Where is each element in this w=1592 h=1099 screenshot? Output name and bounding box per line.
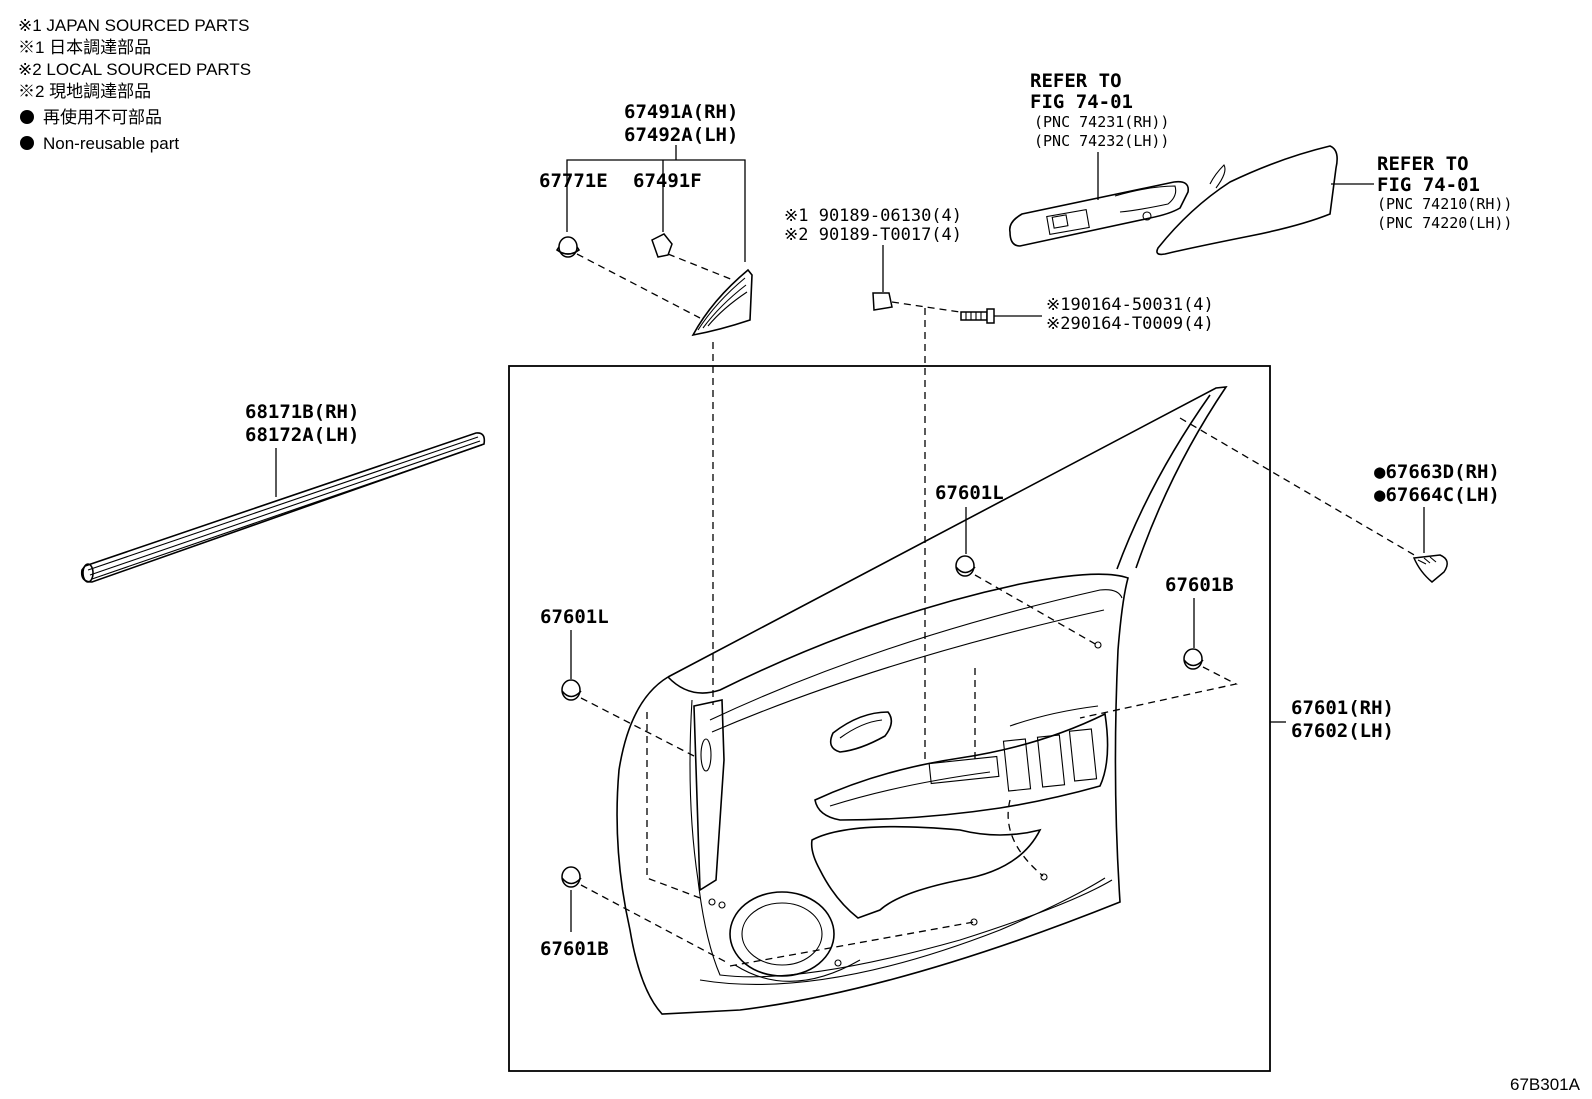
label-67663d: ●67663D(RH) — [1374, 461, 1500, 483]
legend-non-reusable: Non-reusable part — [43, 134, 179, 153]
legend-local-sourced: ※2 LOCAL SOURCED PARTS — [18, 60, 251, 79]
weatherstrip-icon — [80, 432, 486, 583]
armrest-upper-group: REFER TO FIG 74-01 (PNC 74210(RH)) (PNC … — [1156, 145, 1512, 256]
legend-local-sourced-jp: ※2 現地調達部品 — [18, 82, 151, 101]
diagram-code: 67B301A — [1510, 1075, 1581, 1094]
lower-guide-path — [729, 921, 975, 967]
legend: ※1 JAPAN SOURCED PARTS ※1 日本調達部品 ※2 LOCA… — [18, 16, 251, 153]
panel-clips-group: 67601L 67601B 67601L 67601B — [540, 482, 1238, 967]
legend-japan-sourced: ※1 JAPAN SOURCED PARTS — [18, 16, 250, 35]
label-67601: 67601(RH) — [1291, 697, 1394, 719]
label-pnc-74231: (PNC 74231(RH)) — [1034, 113, 1169, 131]
label-screw-90164-t0009: ※290164-T0009(4) — [1046, 314, 1214, 334]
clip-67491f-icon — [651, 233, 673, 258]
moulding-clip-ridges — [1417, 556, 1437, 565]
clip-67601l-left-path — [580, 697, 695, 757]
legend-japan-sourced-jp: ※1 日本調達部品 — [18, 38, 151, 57]
screw-group: ※1 90189-06130(4) ※2 90189-T0017(4) ※190… — [784, 206, 1214, 760]
legend-non-reusable-jp: 再使用不可部品 — [43, 107, 162, 127]
retainer-nut-icon — [872, 292, 893, 311]
non-reusable-dot-icon — [20, 136, 34, 150]
clip-67601b-left-icon — [561, 866, 582, 888]
clip-67601l-top-path — [974, 574, 1098, 646]
moulding-clip-icon — [1412, 554, 1448, 583]
label-67601b-left: 67601B — [540, 938, 609, 960]
label-screw-90189-t0017: ※2 90189-T0017(4) — [784, 225, 962, 245]
nut-to-screw-path — [891, 301, 961, 313]
label-pnc-74220: (PNC 74220(LH)) — [1377, 214, 1512, 232]
label-pnc-74210: (PNC 74210(RH)) — [1377, 195, 1512, 213]
clip-67771e-path — [576, 253, 701, 319]
corner-cover-icon — [691, 268, 753, 337]
label-fig-74-01-2: FIG 74-01 — [1377, 174, 1480, 196]
switch-base-icon — [1008, 180, 1190, 247]
label-67602: 67602(LH) — [1291, 720, 1394, 742]
label-screw-90189-06130: ※1 90189-06130(4) — [784, 206, 962, 226]
clip-67491f-path — [667, 253, 734, 281]
clip-67601b-right-icon — [1183, 648, 1204, 670]
non-reusable-dot-icon — [20, 110, 34, 124]
label-67601b-right: 67601B — [1165, 574, 1234, 596]
label-67491f: 67491F — [633, 170, 702, 192]
label-pnc-74232: (PNC 74232(LH)) — [1034, 132, 1169, 150]
clip-67771e-icon — [555, 236, 581, 258]
clip-67601b-left-path — [580, 884, 727, 963]
label-screw-90164-50031: ※190164-50031(4) — [1046, 295, 1214, 315]
armrest-upper-icon — [1156, 145, 1338, 256]
screw-icon — [960, 308, 995, 324]
label-67664c: ●67664C(LH) — [1374, 484, 1500, 506]
label-67491a: 67491A(RH) — [624, 101, 738, 123]
assembly-frame — [508, 365, 1271, 1072]
label-refer-to-2: REFER TO — [1377, 153, 1469, 175]
corner-cover-leader — [566, 145, 746, 262]
clip-67601b-right-path — [1079, 666, 1238, 719]
door-trim-panel-icon — [616, 386, 1228, 1015]
moulding-clip-path — [1179, 417, 1417, 557]
label-67771e: 67771E — [539, 170, 608, 192]
corner-cover-group: 67491A(RH) 67492A(LH) 67771E 67491F — [539, 101, 753, 705]
pocket-guide-path — [1007, 799, 1044, 877]
label-67492a: 67492A(LH) — [624, 124, 738, 146]
clip-panel-edge-path — [646, 712, 701, 899]
label-68172a: 68172A(LH) — [245, 424, 359, 446]
label-67601l-left: 67601L — [540, 606, 609, 628]
weatherstrip-group: 68171B(RH) 68172A(LH) — [80, 401, 486, 583]
moulding-clip-group: ●67663D(RH) ●67664C(LH) — [1179, 417, 1500, 583]
switch-base-group: REFER TO FIG 74-01 (PNC 74231(RH)) (PNC … — [1008, 70, 1190, 247]
label-67601l-top: 67601L — [935, 482, 1004, 504]
label-fig-74-01-1: FIG 74-01 — [1030, 91, 1133, 113]
clip-67601l-top-icon — [955, 555, 976, 577]
clip-67601l-left-icon — [561, 679, 582, 701]
label-refer-to-1: REFER TO — [1030, 70, 1122, 92]
label-68171b: 68171B(RH) — [245, 401, 359, 423]
